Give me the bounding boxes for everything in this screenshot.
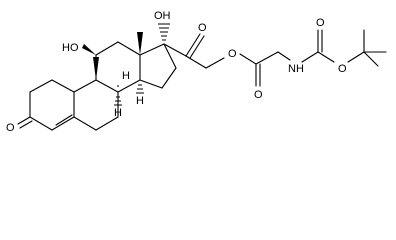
h-8: H <box>114 96 122 119</box>
hydroxyl-11-label: HO <box>62 42 79 54</box>
carbamate-o-label: O <box>338 63 347 75</box>
chemical-structure: O HO OH <box>6 10 387 134</box>
ketone-3-label: O <box>6 122 15 134</box>
tert-butyl <box>363 29 387 67</box>
stereo-hydrogens: H H H <box>114 70 144 119</box>
ring-a <box>29 79 75 131</box>
h-9-label: H <box>122 70 130 82</box>
nh-label: NH <box>288 63 304 75</box>
side-chain: O O O NH O O <box>163 17 365 101</box>
ester-carbonyl-o-label: O <box>254 89 263 101</box>
h-14-label: H <box>136 95 144 107</box>
hydroxyl-11: HO <box>62 42 96 55</box>
hydroxyl-17: OH <box>154 10 171 41</box>
ketone-20-label: O <box>198 22 207 34</box>
h-9: H <box>117 70 130 87</box>
ketone-3: O <box>6 116 33 134</box>
c13-methyl-wedge <box>137 32 143 55</box>
ring-c <box>95 41 141 93</box>
hydroxyl-17-label: OH <box>154 10 171 22</box>
h-14: H <box>136 84 144 107</box>
ring-d <box>139 43 177 89</box>
ester-o-label: O <box>228 48 237 60</box>
h-8-label: H <box>114 107 122 119</box>
carbamate-carbonyl-o-label: O <box>316 17 325 29</box>
ring-b <box>73 79 119 131</box>
